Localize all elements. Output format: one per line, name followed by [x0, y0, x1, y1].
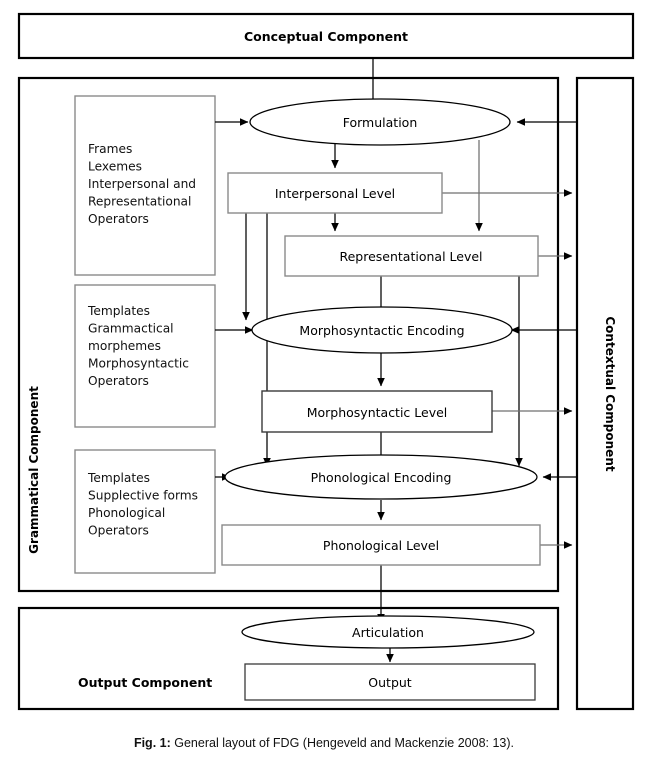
conceptual-component-label: Conceptual Component: [244, 29, 408, 44]
phonological-encoding-label: Phonological Encoding: [311, 470, 452, 485]
prim-line: Grammactical: [88, 322, 174, 336]
prim-line: Representational: [88, 195, 191, 209]
phonological-primitives-box: [74, 449, 216, 574]
grammatical-component-label: Grammatical Component: [27, 386, 41, 554]
output-box: [244, 663, 536, 701]
interpersonal-level-box: [227, 172, 443, 214]
contextual-component-box: [575, 76, 635, 711]
morphosyntactic-encoding-label: Morphosyntactic Encoding: [299, 323, 464, 338]
morphosyntactic-primitives-box: [74, 284, 216, 428]
phonological-primitives-text: Templates Supplective forms Phonological…: [87, 471, 202, 538]
figure-caption-label: Fig. 1:: [133, 736, 171, 750]
morphosyntactic-primitives-text: Templates Grammactical morphemes Morphos…: [87, 304, 193, 388]
formulation-primitives-text: Frames Lexemes Interpersonal and Represe…: [88, 142, 200, 226]
output-label: Output: [368, 675, 412, 690]
phonological-level-box: [221, 524, 541, 566]
fdg-diagram: Conceptual Component Grammatical Compone…: [17, 12, 635, 711]
phonological-encoding-ellipse: [224, 454, 538, 500]
prim-line: Lexemes: [88, 160, 142, 174]
contextual-component-label: Contextual Component: [603, 316, 617, 471]
figure-caption: Fig. 1: General layout of FDG (Hengeveld…: [0, 736, 648, 750]
phonological-level-label: Phonological Level: [323, 538, 439, 553]
prim-line: Operators: [88, 374, 149, 388]
prim-line: Interpersonal and: [88, 177, 196, 191]
output-component-label: Output Component: [78, 675, 212, 690]
formulation-primitives-box: [74, 95, 216, 276]
representational-level-box: [284, 235, 539, 277]
articulation-label: Articulation: [352, 625, 424, 640]
prim-line: Templates: [87, 471, 150, 485]
prim-line: Phonological: [88, 506, 165, 520]
interpersonal-level-label: Interpersonal Level: [275, 186, 395, 201]
articulation-ellipse: [241, 615, 535, 649]
conceptual-component-box: [17, 12, 635, 60]
formulation-ellipse: [249, 98, 511, 146]
prim-line: Morphosyntactic: [88, 357, 189, 371]
figure-caption-text: General layout of FDG (Hengeveld and Mac…: [174, 736, 515, 750]
representational-level-label: Representational Level: [339, 249, 482, 264]
prim-line: Supplective forms: [88, 489, 198, 503]
morphosyntactic-encoding-ellipse: [251, 306, 513, 354]
prim-line: Templates: [87, 304, 150, 318]
morphosyntactic-level-label: Morphosyntactic Level: [307, 405, 448, 420]
prim-line: Frames: [88, 142, 132, 156]
morphosyntactic-level-box: [261, 390, 493, 433]
prim-line: morphemes: [88, 339, 161, 353]
formulation-label: Formulation: [343, 115, 418, 130]
prim-line: Operators: [88, 524, 149, 538]
prim-line: Operators: [88, 212, 149, 226]
